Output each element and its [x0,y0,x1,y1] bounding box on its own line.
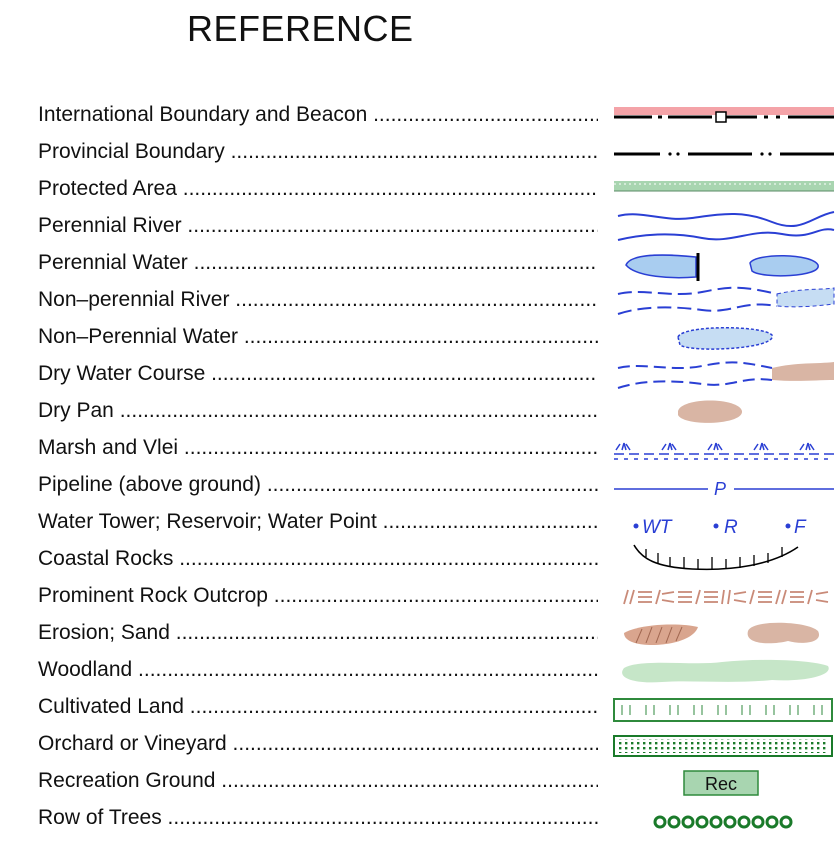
legend-label: Orchard or Vineyard [38,730,598,758]
non-perennial-river-symbol [612,282,836,318]
legend-label: Pipeline (above ground) [38,471,598,499]
pipeline-letter: P [714,479,726,499]
legend-row: Water Tower; Reservoir; Water Point WT R… [0,504,840,540]
page-title: REFERENCE [187,8,414,49]
reservoir-label: R [724,517,738,538]
water-tower-label: WT [642,517,673,538]
provincial-boundary-symbol [612,134,836,170]
legend-row: Provincial Boundary [0,134,840,170]
legend-row: Dry Water Course [0,356,840,392]
legend-label: Erosion; Sand [38,619,598,647]
legend-row: Coastal Rocks [0,541,840,577]
legend-row: Non–Perennial Water [0,319,840,355]
legend-row: International Boundary and Beacon [0,97,840,133]
legend-row: Woodland [0,652,840,688]
legend-label: Coastal Rocks [38,545,598,573]
legend-row: Dry Pan [0,393,840,429]
legend-label: Dry Water Course [38,360,598,388]
legend-label: Prominent Rock Outcrop [38,582,598,610]
legend-row: Row of Trees [0,800,840,836]
legend-row: Non–perennial River [0,282,840,318]
erosion-sand-symbol [612,615,836,651]
water-point-label: F [794,517,807,538]
woodland-symbol [612,652,836,688]
legend-label: Non–perennial River [38,286,598,314]
legend-row: Protected Area [0,171,840,207]
orchard-symbol [612,726,836,762]
protected-area-symbol [612,171,836,207]
cultivated-land-symbol [612,689,836,725]
legend-label: Provincial Boundary [38,138,598,166]
legend-row: Prominent Rock Outcrop [0,578,840,614]
legend-row: Marsh and Vlei [0,430,840,466]
water-tower-symbol: WT R F [612,504,836,540]
legend-row: Orchard or Vineyard [0,726,840,762]
row-of-trees-symbol [612,800,836,836]
legend-label: Water Tower; Reservoir; Water Point [38,508,598,536]
legend-label: Row of Trees [38,804,598,832]
international-boundary-symbol [612,97,836,133]
legend-row: Cultivated Land [0,689,840,725]
legend-row: Pipeline (above ground) P [0,467,840,503]
legend-label: International Boundary and Beacon [38,101,598,129]
dry-pan-symbol [612,393,836,429]
legend-row: Erosion; Sand [0,615,840,651]
legend-label: Recreation Ground [38,767,598,795]
legend-row: Perennial Water [0,245,840,281]
rock-outcrop-symbol [612,578,836,614]
marsh-symbol [612,430,836,466]
recreation-ground-symbol: Rec [612,763,836,799]
legend-label: Cultivated Land [38,693,598,721]
legend-label: Protected Area [38,175,598,203]
recreation-label: Rec [705,774,737,794]
coastal-rocks-symbol [612,541,836,577]
non-perennial-water-symbol [612,319,836,355]
legend-row: Perennial River [0,208,840,244]
legend-label: Non–Perennial Water [38,323,598,351]
legend-label: Marsh and Vlei [38,434,598,462]
legend-label: Dry Pan [38,397,598,425]
legend-label: Woodland [38,656,598,684]
perennial-water-symbol [612,245,836,281]
pipeline-symbol: P [612,467,836,503]
dry-water-course-symbol [612,356,836,392]
perennial-river-symbol [612,208,836,244]
legend-row: Recreation Ground Rec [0,763,840,799]
legend-label: Perennial River [38,212,598,240]
legend-label: Perennial Water [38,249,598,277]
